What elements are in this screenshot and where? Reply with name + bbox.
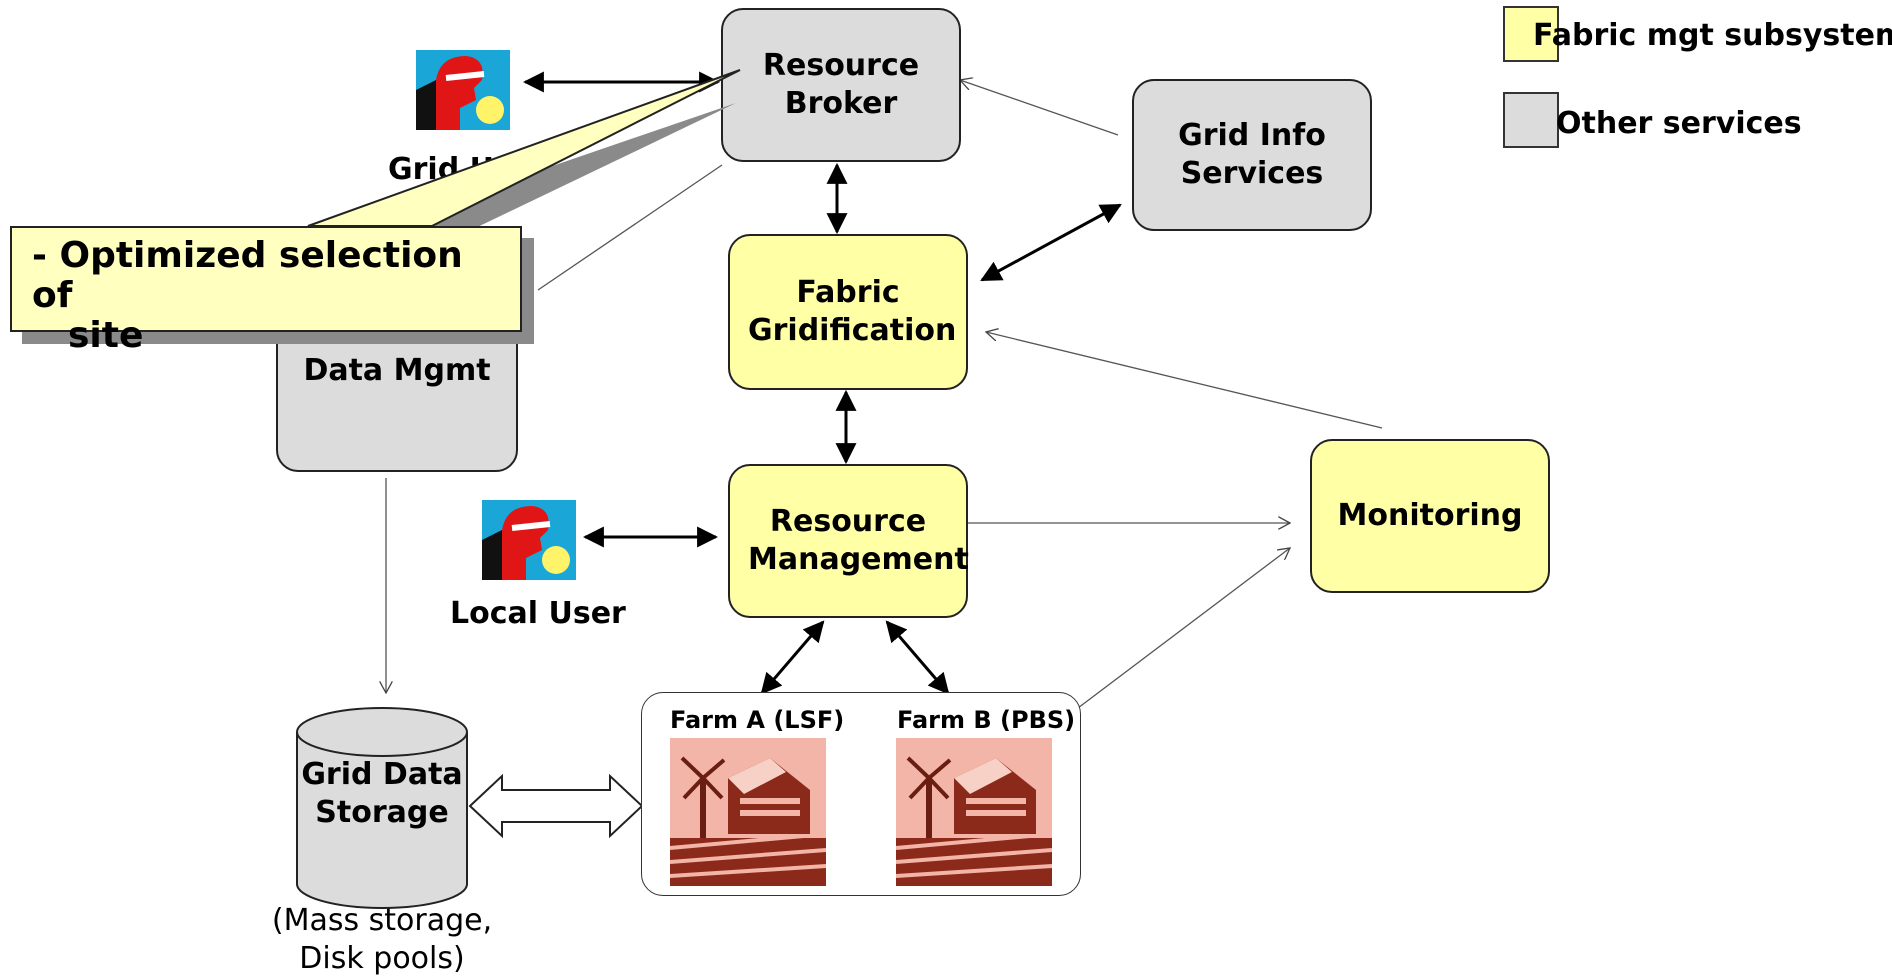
resource-management-label: Resource Management	[748, 504, 969, 577]
person-with-sun-icon	[416, 50, 510, 130]
fabric-gridification-label: Fabric Gridification	[748, 275, 957, 348]
grid-data-storage-label: Grid Data Storage	[295, 756, 469, 832]
arrow-management-farm-a	[760, 620, 825, 695]
callout-box: - Optimized selection of site	[10, 226, 522, 356]
monitoring-label: Monitoring	[1337, 498, 1523, 533]
person-with-sun-icon	[482, 500, 576, 580]
grid-info-services-label: Grid Info Services	[1178, 118, 1326, 191]
storage-note: (Mass storage, Disk pools)	[262, 902, 502, 978]
barn-windmill-icon	[670, 738, 826, 886]
monitoring-box: Monitoring	[1310, 439, 1550, 593]
storage-note-line1: (Mass storage,	[271, 903, 493, 938]
grid-data-storage-cylinder	[296, 707, 468, 909]
resource-management-box: Resource Management	[728, 464, 969, 618]
grid-info-services-box: Grid Info Services	[1132, 79, 1372, 231]
arrow-gridification-info	[980, 203, 1122, 282]
arrow-info-broker	[960, 80, 1119, 136]
local-user-label: Local User	[450, 596, 626, 631]
barn-windmill-icon	[896, 738, 1052, 886]
legend-other-swatch	[1503, 92, 1559, 148]
legend-fabric-swatch	[1503, 6, 1559, 62]
arrow-storage-farms	[468, 773, 644, 839]
farm-a-label: Farm A (LSF)	[670, 706, 845, 734]
arrow-management-farm-b	[885, 620, 950, 695]
storage-note-line2: Disk pools)	[299, 941, 465, 976]
callout-line2: site	[68, 315, 144, 356]
callout-line1: - Optimized selection of	[32, 235, 463, 316]
arrow-monitoring-gridification	[986, 332, 1383, 429]
resource-broker-box: Resource Broker	[721, 8, 961, 162]
legend-fabric-label: Fabric mgt subsystems	[1533, 18, 1892, 53]
data-mgmt-label: Data Mgmt	[303, 353, 491, 388]
legend-other-label: Other services	[1556, 106, 1802, 141]
grid-data-storage-text: Grid Data Storage	[301, 757, 463, 830]
line-broker-datamgmt	[537, 164, 723, 291]
farm-b-label: Farm B (PBS)	[897, 706, 1076, 734]
fabric-gridification-box: Fabric Gridification	[728, 234, 968, 390]
arrow-farms-monitoring	[1077, 548, 1290, 709]
resource-broker-label: Resource Broker	[762, 48, 920, 121]
